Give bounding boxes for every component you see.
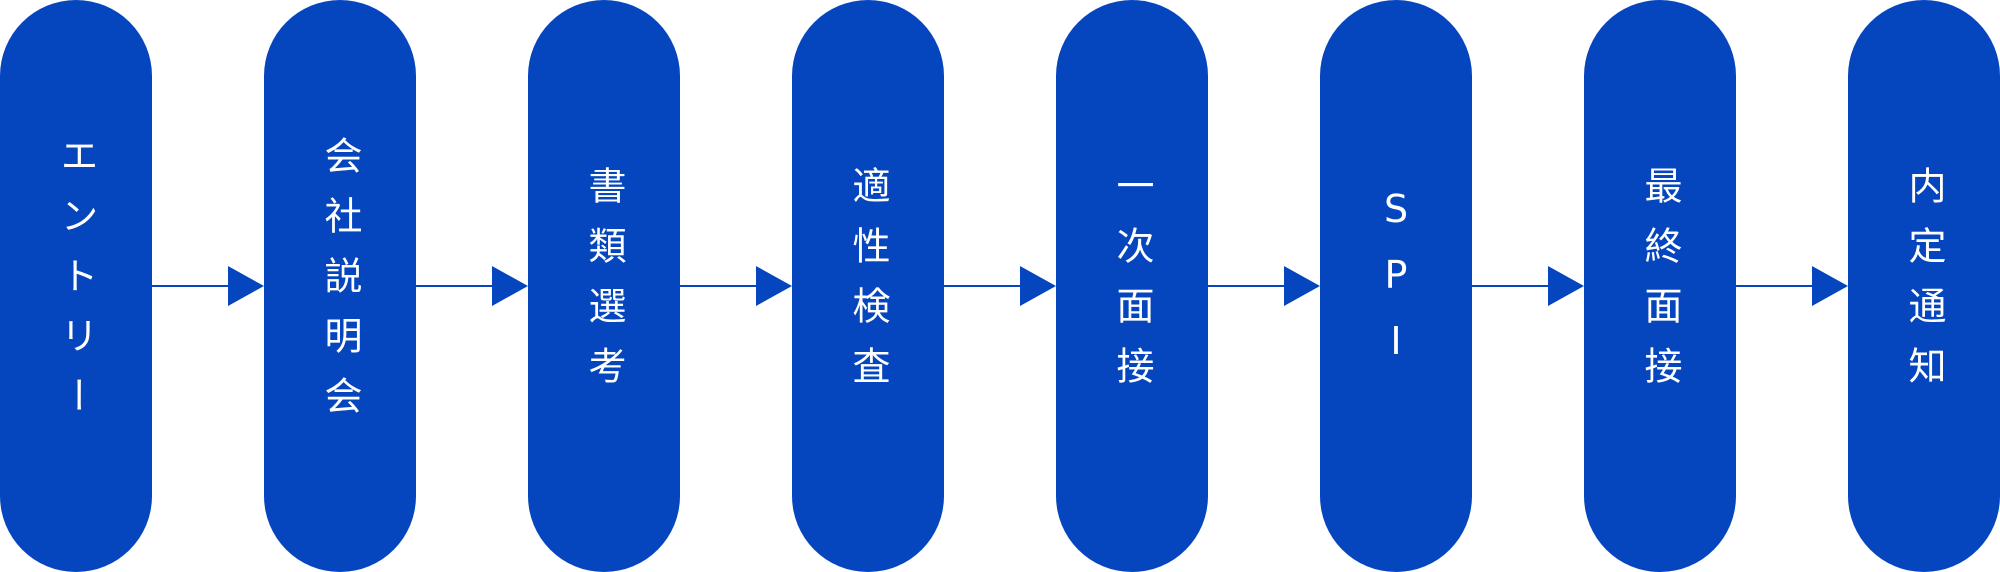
flow-step-label: 一次面接 (1110, 166, 1154, 406)
flow-step-label: 会社説明会 (318, 136, 362, 436)
flow-step-2: 会社説明会 (264, 0, 416, 572)
flow-step-label: エントリー (54, 136, 98, 436)
flow-step-label: 書類選考 (582, 166, 626, 406)
flow-step-label: 適性検査 (846, 166, 890, 406)
connector-arrowhead (1548, 266, 1584, 306)
flow-step-8: 内定通知 (1848, 0, 2000, 572)
flow-step-label: SPI (1374, 187, 1418, 385)
arrow-right-icon (1736, 266, 1848, 306)
connector-arrowhead (228, 266, 264, 306)
connector-arrowhead (1020, 266, 1056, 306)
arrow-right-icon (152, 266, 264, 306)
flow-step-3: 書類選考 (528, 0, 680, 572)
flow-step-5: 一次面接 (1056, 0, 1208, 572)
arrow-right-icon (1472, 266, 1584, 306)
flow-step-label: 最終面接 (1638, 166, 1682, 406)
connector-arrowhead (1284, 266, 1320, 306)
flow-step-6: SPI (1320, 0, 1472, 572)
connector-arrowhead (492, 266, 528, 306)
arrow-right-icon (416, 266, 528, 306)
connector-arrowhead (756, 266, 792, 306)
arrow-right-icon (1208, 266, 1320, 306)
flow-step-4: 適性検査 (792, 0, 944, 572)
flow-step-label: 内定通知 (1902, 166, 1946, 406)
flow-step-1: エントリー (0, 0, 152, 572)
arrow-right-icon (944, 266, 1056, 306)
arrow-right-icon (680, 266, 792, 306)
connector-arrowhead (1812, 266, 1848, 306)
flow-step-7: 最終面接 (1584, 0, 1736, 572)
